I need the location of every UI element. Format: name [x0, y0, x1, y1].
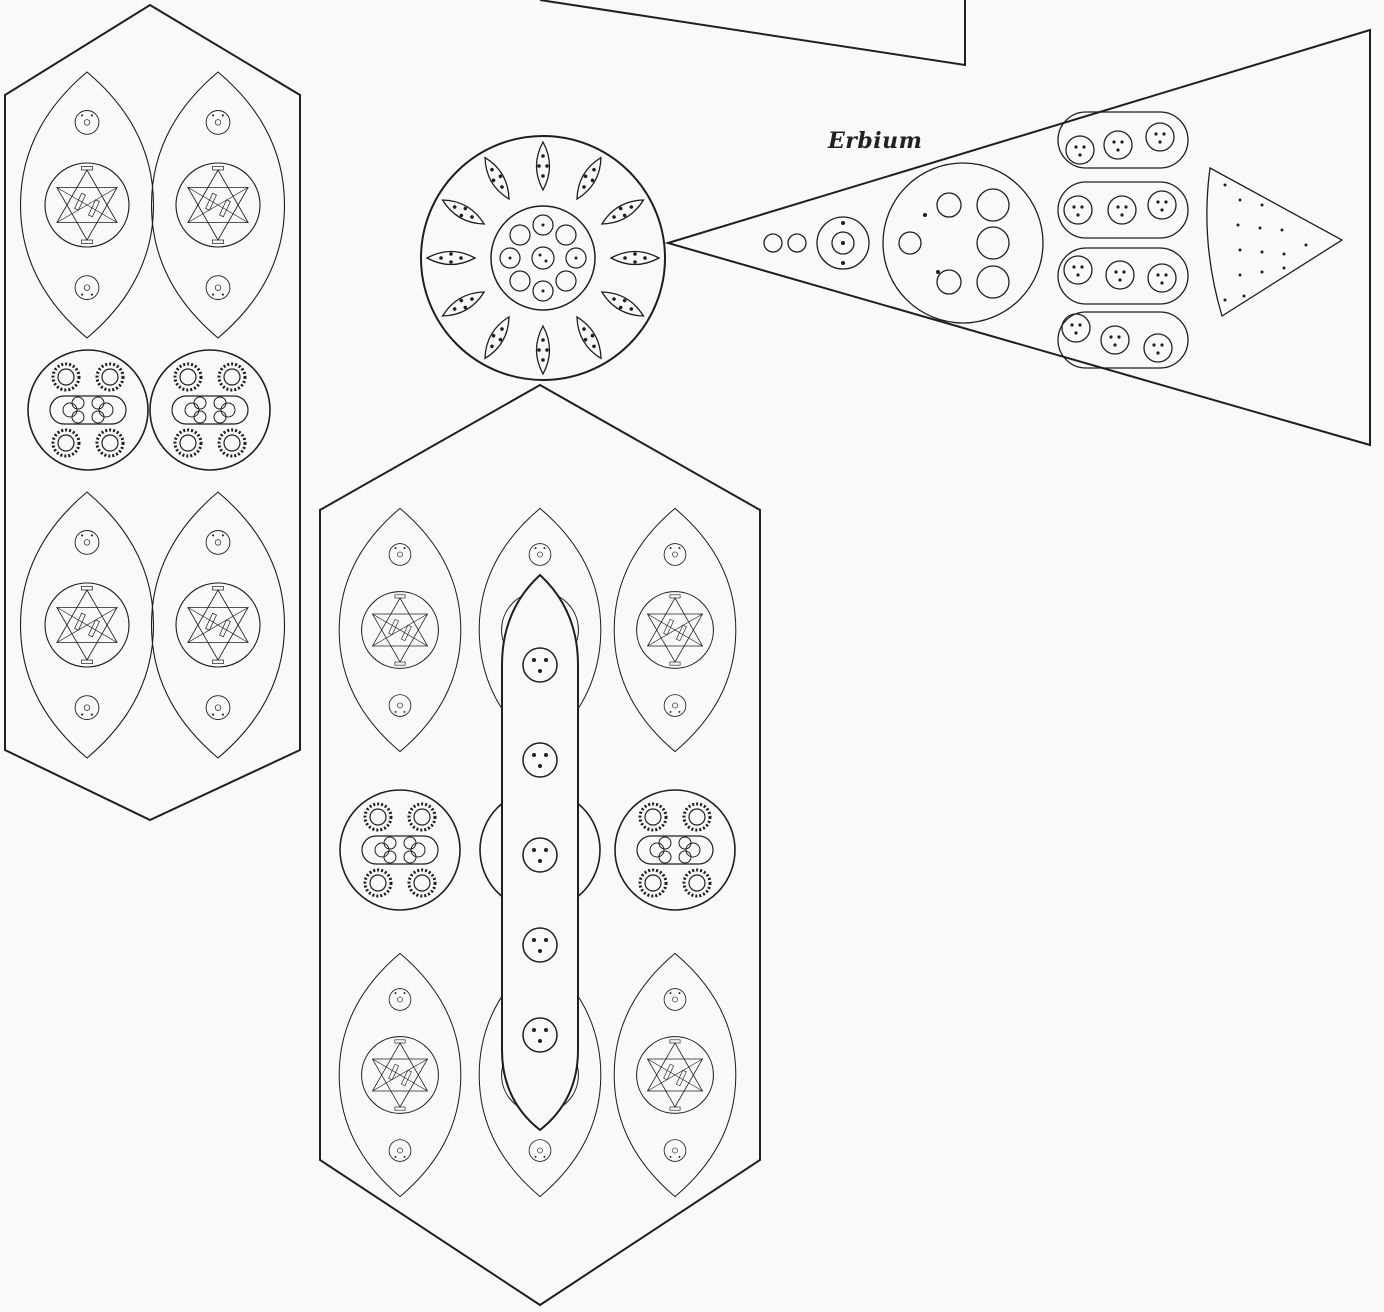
center-hexagonal-body — [320, 385, 760, 1305]
upper-triangle-fragment — [540, 0, 965, 65]
flower-disc — [421, 136, 665, 380]
left-hexagonal-body — [5, 5, 300, 820]
erbium-triangle — [668, 30, 1370, 445]
element-label: Erbium — [828, 128, 922, 154]
